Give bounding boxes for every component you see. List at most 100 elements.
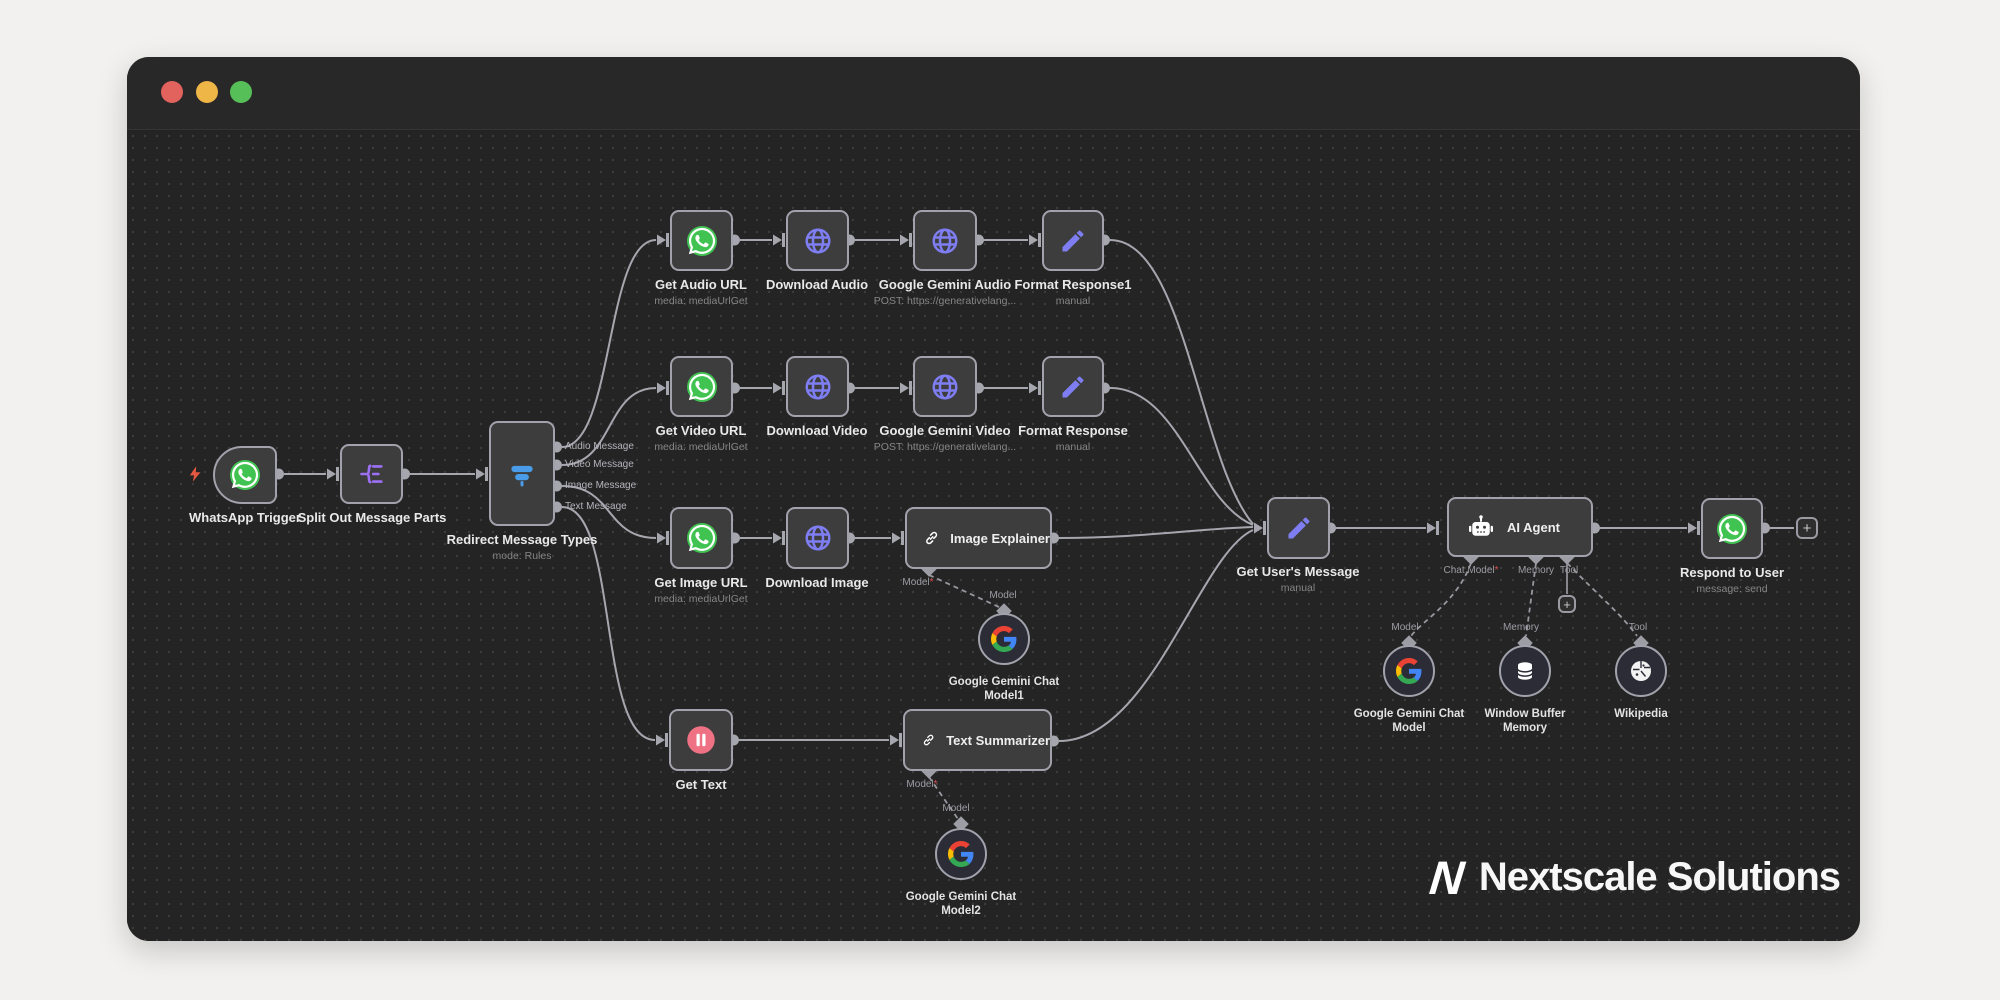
node-get-video-url[interactable] (670, 356, 733, 417)
node-format-response1[interactable] (1042, 210, 1104, 271)
connector-label-tool: Tool (1628, 622, 1648, 633)
download-audio-label: Download Audio (765, 277, 869, 292)
node-get-users-message[interactable] (1267, 497, 1330, 559)
google-gemini-chat-model-label: Google Gemini Chat Model (1353, 708, 1465, 734)
add-node-button[interactable]: + (1796, 517, 1818, 539)
node-get-image-url[interactable] (670, 507, 733, 569)
connector-label-memory: Memory (1517, 565, 1555, 576)
get-image-url-label: Get Image URL (654, 575, 748, 590)
switch-icon (511, 465, 533, 486)
company-logo: N (1427, 851, 1467, 904)
node-label: Google Gemini Video POST: https://genera… (835, 423, 1055, 454)
link-icon (923, 734, 934, 746)
image-explainer-label: Image Explainer (950, 530, 1050, 546)
workflow-edges (273, 233, 1794, 832)
node-split-out-message-parts[interactable] (340, 444, 403, 504)
subnode-google-gemini-chat-model[interactable] (1383, 645, 1435, 697)
node-google-gemini-audio[interactable] (913, 210, 977, 271)
node-download-image[interactable] (786, 507, 849, 569)
get-audio-url-subtitle: media: mediaUrlGet (654, 295, 748, 307)
node-label: Get Image URL media: mediaUrlGet (591, 575, 811, 606)
globe-icon (932, 374, 958, 399)
google-gemini-video-subtitle: POST: https://generativelang... (873, 441, 1017, 453)
output-label-text-message: Text Message (565, 501, 627, 512)
close-button[interactable] (161, 81, 183, 103)
node-label: Download Audio (707, 277, 927, 293)
plus-label: + (1563, 596, 1571, 612)
company-name: Nextscale Solutions (1478, 855, 1841, 899)
redirect-label: Redirect Message Types (446, 532, 598, 547)
node-whatsapp-trigger[interactable] (213, 446, 277, 504)
google-gemini-audio-label: Google Gemini Audio (878, 277, 1012, 292)
node-label: Get Video URL media: mediaUrlGet (591, 423, 811, 454)
node-format-response[interactable] (1042, 356, 1104, 417)
sub-node-dashed-links (928, 562, 1638, 820)
google-icon (1396, 658, 1422, 684)
format-response-subtitle: manual (1055, 441, 1091, 453)
node-label: Respond to User message: send (1622, 565, 1842, 596)
node-text-summarizer[interactable]: Text Summarizer (903, 709, 1052, 771)
node-label: Format Response1 manual (963, 277, 1183, 308)
node-label: Format Response manual (963, 423, 1183, 454)
add-tool-button[interactable]: + (1558, 595, 1576, 613)
globe-icon (805, 228, 830, 253)
node-label: Get User's Message manual (1188, 564, 1408, 595)
globe-icon (805, 374, 830, 399)
node-get-text[interactable] (669, 709, 733, 771)
split-out-icon (359, 464, 383, 484)
node-image-explainer[interactable]: Image Explainer (905, 507, 1052, 569)
branding: N Nextscale Solutions (1427, 851, 1841, 904)
google-gemini-chat-model2-label: Google Gemini Chat Model2 (905, 891, 1017, 917)
database-icon (1517, 662, 1533, 680)
pencil-icon (1288, 517, 1309, 539)
minimize-button[interactable] (196, 81, 218, 103)
connector-label-memory: Memory (1502, 622, 1540, 633)
node-download-video[interactable] (786, 356, 849, 417)
get-users-message-subtitle: manual (1280, 582, 1316, 594)
download-image-label: Download Image (765, 575, 869, 590)
download-video-label: Download Video (766, 423, 868, 438)
subnode-window-buffer-memory[interactable] (1499, 645, 1551, 697)
get-video-url-subtitle: media: mediaUrlGet (654, 441, 748, 453)
plus-label: + (1802, 519, 1812, 537)
pause-icon (687, 726, 715, 754)
zoom-button[interactable] (230, 81, 252, 103)
wikipedia-globe-icon (1631, 661, 1651, 681)
node-label: Download Video (707, 423, 927, 439)
connector-label-model: Model (1391, 622, 1419, 633)
google-gemini-chat-model1-label: Google Gemini Chat Model1 (948, 676, 1060, 702)
subnode-google-gemini-chat-model2[interactable] (935, 828, 987, 880)
node-redirect-message-types[interactable] (489, 421, 555, 526)
pencil-icon (1062, 376, 1084, 397)
globe-icon (932, 228, 958, 253)
node-download-audio[interactable] (786, 210, 849, 271)
output-label-image-message: Image Message (565, 480, 637, 491)
trigger-bolt-icon (189, 466, 201, 482)
whatsapp-icon (686, 225, 717, 256)
whatsapp-icon (686, 371, 717, 402)
subnode-wikipedia[interactable] (1615, 645, 1667, 697)
connector-label-model-required: Model* (906, 779, 938, 790)
output-label-video-message: Video Message (565, 459, 634, 470)
connector-label-chat-model-required: Chat Model* (1443, 565, 1499, 576)
subnode-google-gemini-chat-model1[interactable] (978, 613, 1030, 665)
google-icon (948, 841, 974, 867)
node-get-audio-url[interactable] (670, 210, 733, 271)
node-google-gemini-video[interactable] (913, 356, 977, 417)
node-label: Get Audio URL media: mediaUrlGet (591, 277, 811, 308)
connector-label-model: Model (989, 590, 1017, 601)
google-gemini-video-label: Google Gemini Video (879, 423, 1011, 438)
whatsapp-icon (686, 523, 717, 553)
robot-icon (1469, 515, 1493, 536)
node-label: WhatsApp Trigger (135, 510, 355, 526)
input-ports[interactable] (327, 233, 1700, 747)
workflow-canvas[interactable]: WhatsApp Trigger Split Out Message Parts… (127, 130, 1860, 941)
pencil-icon (1062, 230, 1084, 251)
ai-agent-label: AI Agent (1507, 519, 1560, 535)
window-titlebar (127, 57, 1860, 130)
wikipedia-label: Wikipedia (1614, 708, 1668, 720)
get-users-message-label: Get User's Message (1236, 564, 1360, 579)
node-ai-agent[interactable]: AI Agent (1447, 497, 1593, 557)
connector-label-model-required: Model* (902, 577, 934, 588)
node-respond-to-user[interactable] (1701, 498, 1763, 559)
